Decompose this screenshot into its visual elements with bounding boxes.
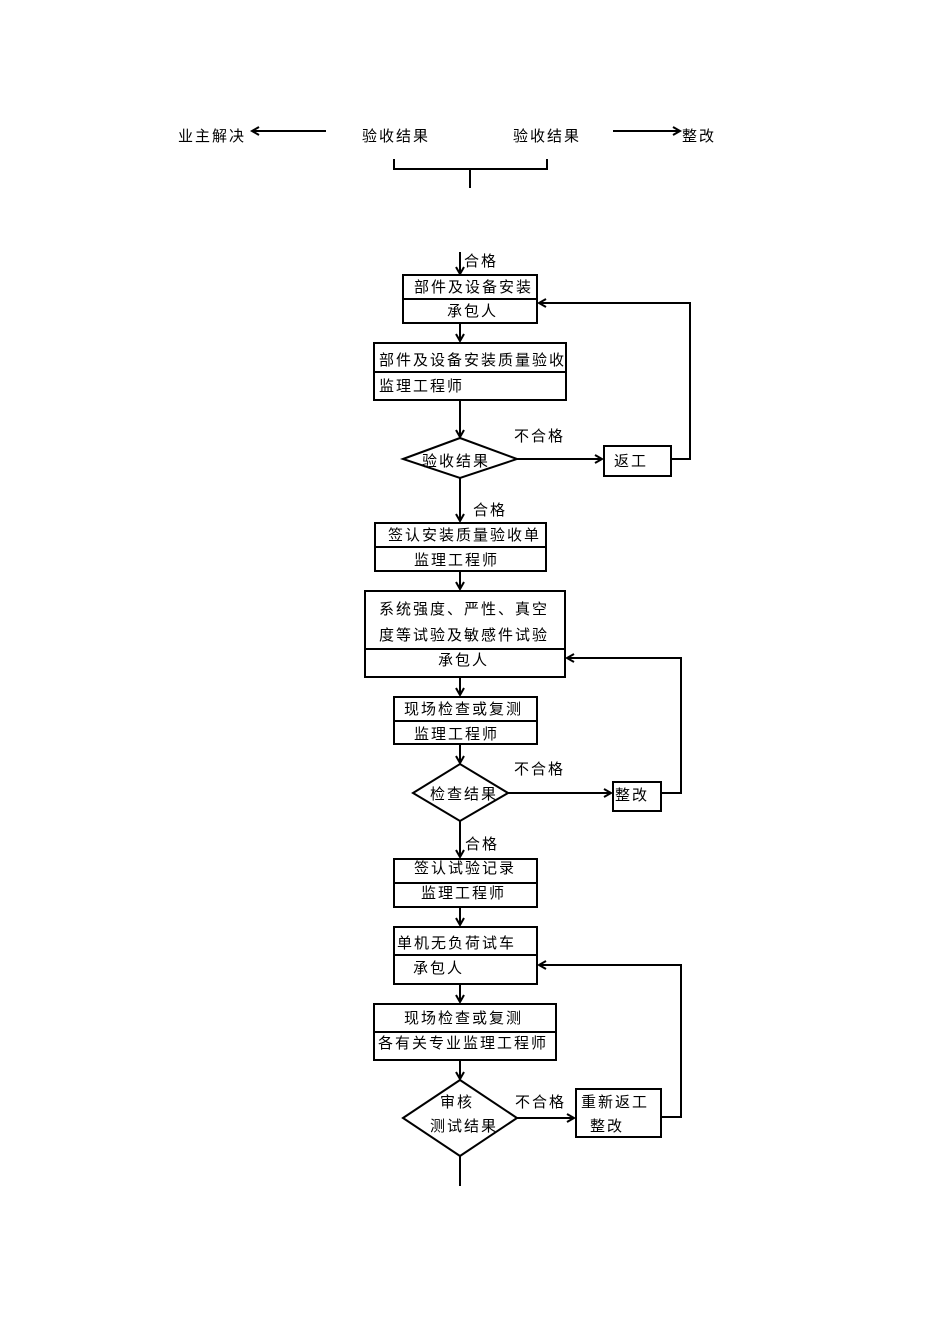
decision2-label: 检查结果 bbox=[430, 785, 498, 803]
rectify-label: 整改 bbox=[682, 127, 716, 145]
step-inspect2-title: 现场检查或复测 bbox=[404, 1009, 523, 1027]
step-onsite-inspection-2: 现场检查或复测 各有关专业监理工程师 bbox=[373, 1003, 557, 1061]
decision1-fail-label: 不合格 bbox=[514, 427, 565, 445]
step-inspect1-title: 现场检查或复测 bbox=[404, 700, 523, 718]
step-inspect1-role: 监理工程师 bbox=[414, 725, 499, 743]
rectify-box-label: 整改 bbox=[615, 786, 649, 804]
decision-inspection-result: 检查结果 bbox=[411, 762, 510, 823]
redo-label-line1: 重新返工 bbox=[581, 1093, 649, 1111]
step-record-title: 签认试验记录 bbox=[414, 859, 516, 877]
step-sign-test-record: 签认试验记录 监理工程师 bbox=[393, 858, 538, 908]
step-onsite-inspection-1: 现场检查或复测 监理工程师 bbox=[393, 696, 538, 745]
acceptance-result-left-label: 验收结果 bbox=[362, 127, 430, 145]
loop-back-1 bbox=[539, 303, 691, 460]
redo-label-line2: 整改 bbox=[590, 1117, 624, 1135]
step-tests-title-line1: 系统强度、严性、真空 bbox=[379, 600, 549, 618]
loop-back-3 bbox=[539, 965, 682, 1118]
rectify-box: 整改 bbox=[612, 781, 662, 812]
step-noload-title: 单机无负荷试车 bbox=[397, 934, 516, 952]
step-install-quality-acceptance: 部件及设备安装质量验收 监理工程师 bbox=[373, 342, 567, 401]
decision2-pass-label: 合格 bbox=[465, 835, 499, 853]
redo-rectify-box: 重新返工 整改 bbox=[575, 1088, 662, 1138]
decision-acceptance-result: 验收结果 bbox=[399, 436, 521, 480]
decision3-fail-label: 不合格 bbox=[515, 1093, 566, 1111]
step-sign-acceptance-form: 签认安装质量验收单 监理工程师 bbox=[374, 522, 547, 572]
decision3-label-line1: 审核 bbox=[440, 1093, 474, 1111]
step-inspect2-role: 各有关专业监理工程师 bbox=[378, 1034, 548, 1052]
step-quality-title: 部件及设备安装质量验收 bbox=[379, 351, 566, 369]
step-install-title: 部件及设备安装 bbox=[414, 278, 533, 296]
decision1-label: 验收结果 bbox=[422, 452, 490, 470]
rework-label: 返工 bbox=[614, 452, 648, 470]
entry-pass-label: 合格 bbox=[464, 252, 498, 270]
decision2-fail-label: 不合格 bbox=[514, 760, 565, 778]
step-system-tests: 系统强度、严性、真空 度等试验及敏感件试验 承包人 bbox=[364, 590, 566, 678]
step-sign-title: 签认安装质量验收单 bbox=[388, 526, 541, 544]
step-tests-role: 承包人 bbox=[438, 651, 489, 669]
step-record-role: 监理工程师 bbox=[421, 884, 506, 902]
step-sign-role: 监理工程师 bbox=[414, 551, 499, 569]
loop-back-2 bbox=[567, 658, 682, 794]
step-install-components: 部件及设备安装 承包人 bbox=[402, 274, 538, 324]
step-no-load-test-run: 单机无负荷试车 承包人 bbox=[393, 926, 538, 985]
step-install-role: 承包人 bbox=[447, 302, 498, 320]
rework-box: 返工 bbox=[603, 445, 672, 477]
step-tests-title-line2: 度等试验及敏感件试验 bbox=[379, 626, 549, 644]
step-quality-role: 监理工程师 bbox=[379, 377, 464, 395]
acceptance-result-right-label: 验收结果 bbox=[513, 127, 581, 145]
decision-review-test-result: 审核 测试结果 bbox=[401, 1078, 519, 1158]
step-noload-role: 承包人 bbox=[413, 959, 464, 977]
decision3-label-line2: 测试结果 bbox=[430, 1117, 498, 1135]
decision1-pass-label: 合格 bbox=[473, 501, 507, 519]
bracket-connector bbox=[393, 159, 548, 170]
owner-resolve-label: 业主解决 bbox=[178, 127, 246, 145]
